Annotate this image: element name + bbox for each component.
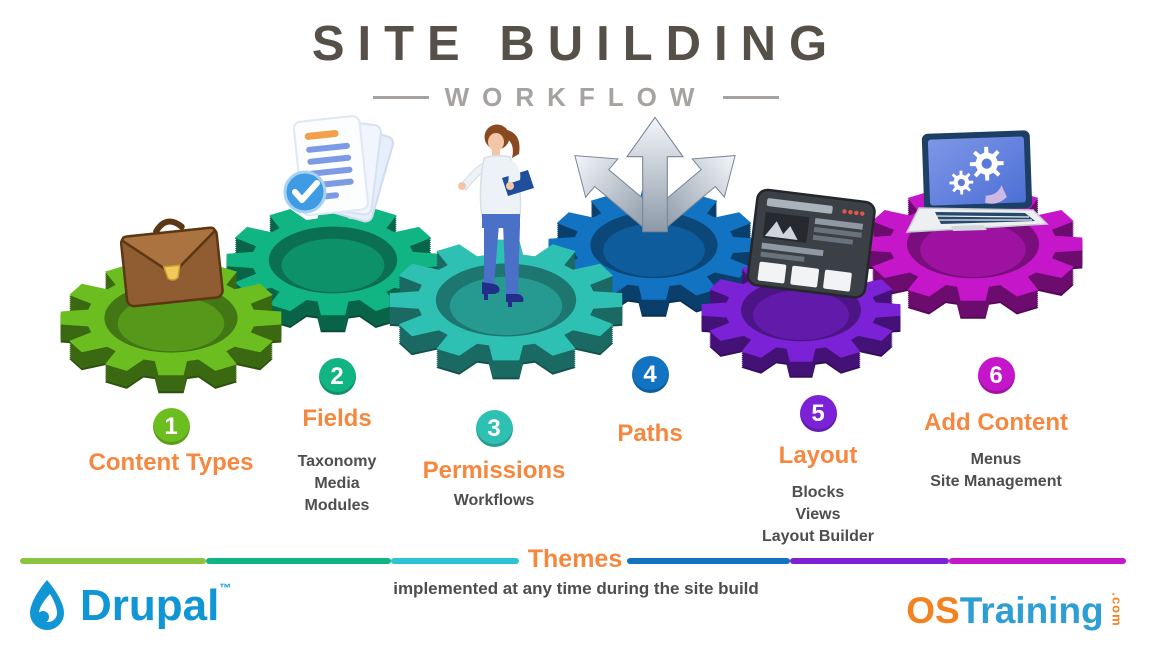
branching-arrows-icon xyxy=(574,116,736,233)
themes-line-segment xyxy=(790,558,949,564)
checklist-documents-icon xyxy=(283,115,394,223)
page-title: SITE BUILDING xyxy=(311,17,841,71)
themes-line-segment xyxy=(627,558,790,564)
step-sub-item: Workflows xyxy=(453,492,535,509)
step-number-badge: 5 xyxy=(799,395,837,432)
themes-line-segment xyxy=(206,558,391,564)
step-label: Permissions xyxy=(422,457,566,484)
step-number-badge: 3 xyxy=(475,410,513,447)
step-number-badge: 6 xyxy=(977,357,1015,394)
drupal-wordmark: Drupal xyxy=(80,581,220,630)
gear-4 xyxy=(548,190,760,317)
gear-2 xyxy=(226,204,440,333)
trademark-symbol: ™ xyxy=(219,581,232,595)
step-sub-item: Media xyxy=(314,475,360,492)
step-number-badge: 2 xyxy=(318,358,356,395)
themes-label: Themes xyxy=(527,545,623,573)
step-label: Content Types xyxy=(88,449,254,476)
step-number-badge: 4 xyxy=(631,356,669,393)
themes-line-segment xyxy=(391,558,519,564)
step-sub-item: Blocks xyxy=(791,484,845,501)
step-label: Layout xyxy=(778,442,858,469)
step-6: 6 Add Content Menus Site Management xyxy=(886,357,1106,493)
subtitle-dash-left xyxy=(372,96,429,99)
step-label: Fields xyxy=(302,405,372,432)
step-number-badge: 1 xyxy=(152,408,190,445)
wireframe-tablet-icon xyxy=(746,188,876,299)
step-3: 3 Permissions Workflows xyxy=(384,410,604,512)
step-sub-item: Taxonomy xyxy=(297,453,377,470)
gear-6 xyxy=(863,187,1083,319)
step-label: Paths xyxy=(617,420,683,447)
ostraining-com: .com xyxy=(1109,592,1125,627)
step-2: 2 Fields Taxonomy Media Modules xyxy=(227,358,447,517)
laptop-gears-icon xyxy=(905,130,1049,233)
themes-line-segment xyxy=(20,558,206,564)
step-sub-item: Site Management xyxy=(930,473,1062,490)
step-5: 5 Layout Blocks Views Layout Builder xyxy=(708,395,928,548)
briefcase-icon xyxy=(119,218,224,308)
step-sub-item: Views xyxy=(795,506,841,523)
puzzle-blocks-icon xyxy=(412,281,437,303)
ostraining-logo: OS Training .com xyxy=(906,590,1134,632)
ostraining-os: OS xyxy=(906,590,960,631)
step-sub-item: Layout Builder xyxy=(761,528,874,545)
themes-line-segment xyxy=(949,558,1126,564)
page-subtitle: WORKFLOW xyxy=(444,82,708,112)
step-4: 4 Paths xyxy=(540,356,760,448)
subtitle-dash-right xyxy=(723,96,780,99)
step-sub-item: Menus xyxy=(970,451,1022,468)
page-subtitle-row: WORKFLOW xyxy=(0,82,1152,113)
step-1: 1 Content Types xyxy=(61,408,281,477)
drupal-logo: Drupal™ xyxy=(24,578,231,634)
ostraining-training: Training xyxy=(959,590,1104,631)
woman-clipboard-icon xyxy=(458,124,534,307)
check-badge-icon xyxy=(283,170,327,214)
themes-description: implemented at any time during the site … xyxy=(393,579,759,598)
drupal-drop-icon xyxy=(30,580,64,630)
step-label: Add Content xyxy=(924,409,1068,436)
step-sub-item: Modules xyxy=(304,497,370,514)
